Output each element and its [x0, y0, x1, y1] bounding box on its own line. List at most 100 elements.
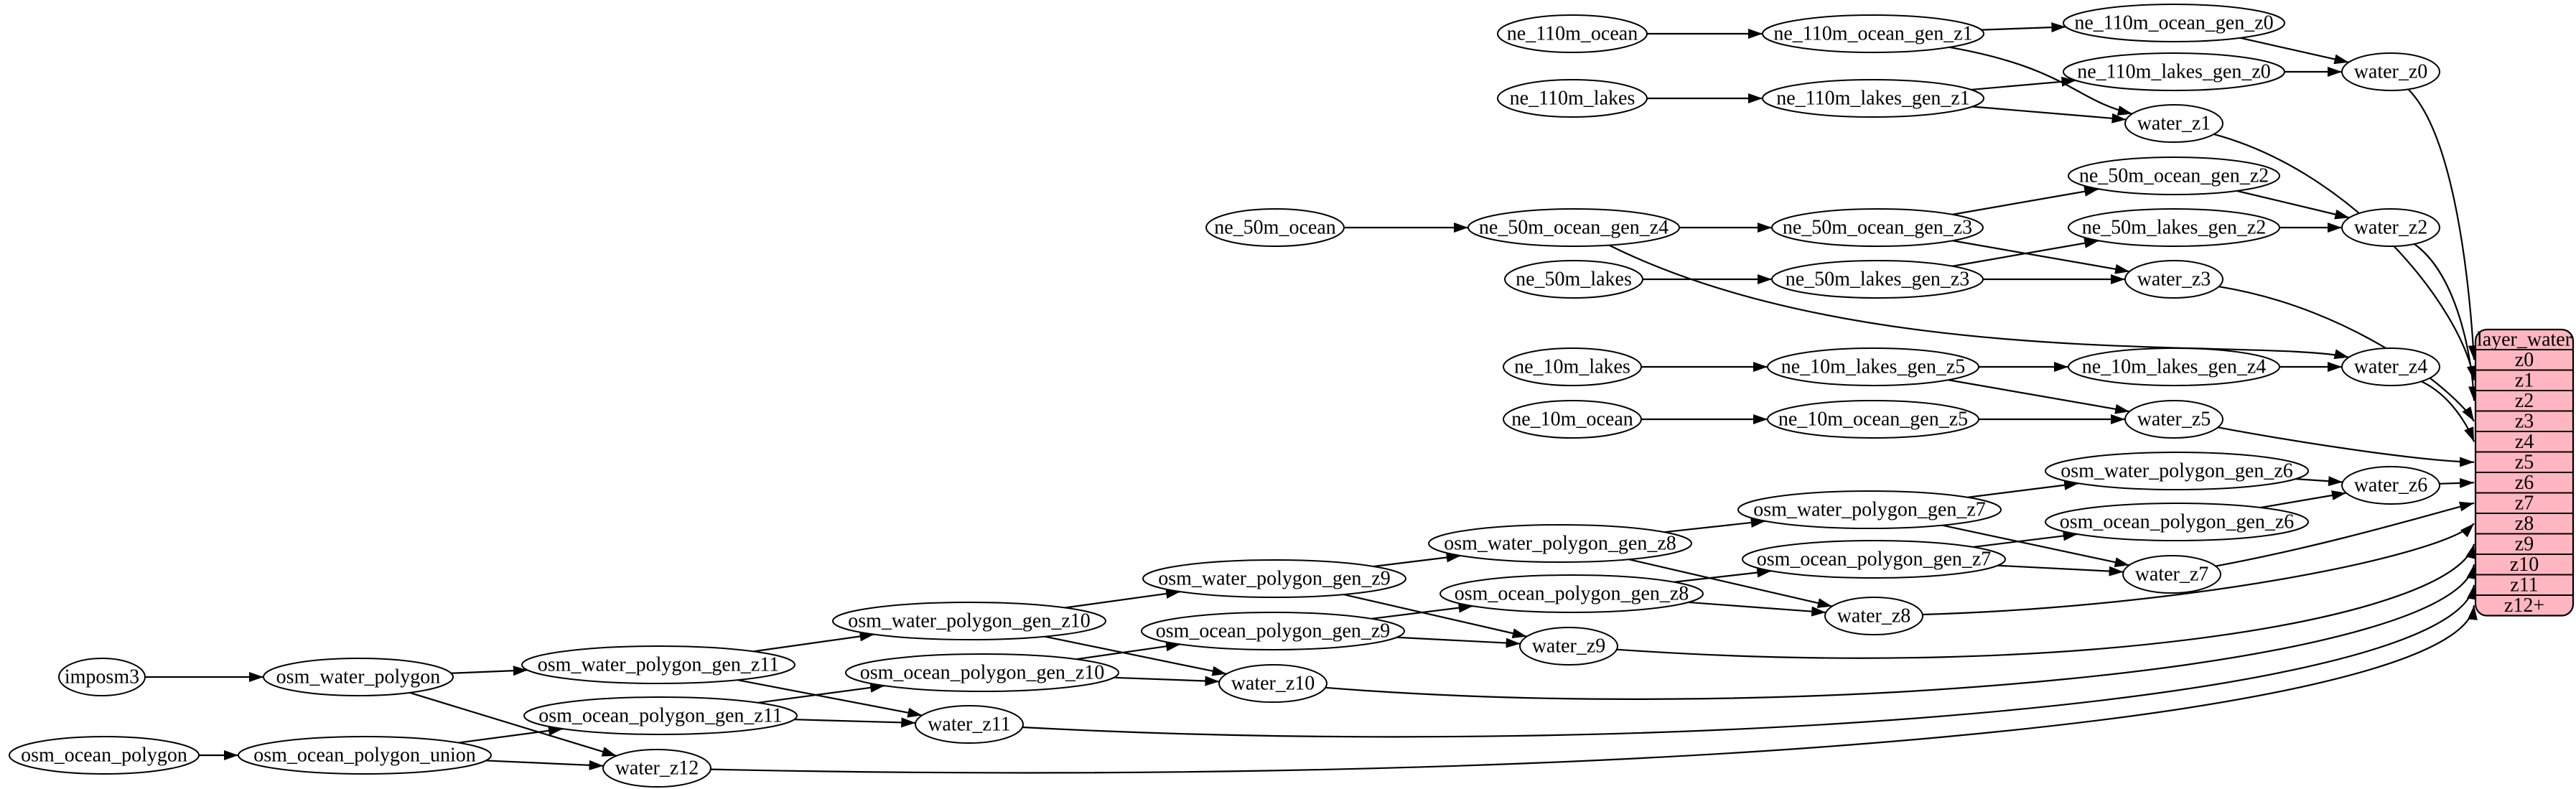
- node-water_z8: water_z8: [1824, 597, 1923, 635]
- node-water_z10: water_z10: [1218, 664, 1327, 703]
- node-ellipse-osm_ocean_polygon_gen_z8: [1439, 574, 1704, 613]
- node-osm_water_polygon_gen_z11: osm_water_polygon_gen_z11: [521, 645, 795, 684]
- node-ellipse-osm_ocean_polygon: [9, 736, 200, 775]
- node-osm_ocean_polygon: osm_ocean_polygon: [9, 736, 200, 775]
- layer-water-table: layer_waterz0z1z2z3z4z5z6z7z8z9z10z11z12…: [2474, 329, 2575, 617]
- edge-osm_water_polygon_gen_z11-to-osm_water_polygon_gen_z10: [753, 631, 874, 653]
- node-ne_110m_lakes_gen_z0: ne_110m_lakes_gen_z0: [2063, 52, 2285, 91]
- node-ne_110m_ocean_gen_z0: ne_110m_ocean_gen_z0: [2063, 4, 2285, 42]
- node-osm_water_polygon_gen_z8: osm_water_polygon_gen_z8: [1428, 524, 1692, 563]
- table-title: layer_water: [2477, 329, 2572, 351]
- node-osm_ocean_polygon_gen_z9: osm_ocean_polygon_gen_z9: [1141, 612, 1405, 650]
- edge-water_z0-to-layer_water-z0: [2407, 88, 2478, 360]
- node-label-ne_10m_lakes_gen_z5: ne_10m_lakes_gen_z5: [1781, 356, 1966, 378]
- table-row-z4: z4: [2515, 431, 2534, 453]
- node-label-osm_ocean_polygon_gen_z8: osm_ocean_polygon_gen_z8: [1455, 583, 1689, 605]
- edge-osm_ocean_polygon_gen_z6-to-water_z6: [2260, 490, 2347, 509]
- edge-osm_ocean_polygon_gen_z7-to-water_z7: [1997, 564, 2124, 576]
- node-water_z6: water_z6: [2341, 466, 2440, 505]
- node-ellipse-water_z11: [915, 705, 1024, 744]
- node-ellipse-osm_water_polygon_gen_z8: [1428, 524, 1692, 563]
- table-row-z9: z9: [2515, 533, 2534, 555]
- node-label-ne_110m_ocean_gen_z1: ne_110m_ocean_gen_z1: [1773, 23, 1972, 45]
- node-label-water_z2: water_z2: [2354, 217, 2428, 239]
- edge-ne_110m_ocean_gen_z1-to-ne_110m_ocean_gen_z0: [1981, 22, 2066, 33]
- node-label-osm_ocean_polygon: osm_ocean_polygon: [21, 744, 187, 767]
- node-label-osm_water_polygon_gen_z8: osm_water_polygon_gen_z8: [1444, 533, 1676, 555]
- node-label-ne_10m_ocean_gen_z5: ne_10m_ocean_gen_z5: [1778, 408, 1968, 431]
- node-ellipse-osm_ocean_polygon_gen_z10: [845, 653, 1119, 692]
- node-ellipse-ne_50m_ocean_gen_z3: [1771, 208, 1984, 247]
- node-label-ne_10m_lakes: ne_10m_lakes: [1514, 356, 1630, 378]
- node-ellipse-ne_110m_ocean_gen_z0: [2063, 4, 2285, 42]
- node-label-water_z10: water_z10: [1231, 673, 1315, 695]
- node-ne_10m_ocean: ne_10m_ocean: [1503, 400, 1642, 439]
- node-ne_50m_lakes_gen_z2: ne_50m_lakes_gen_z2: [2068, 208, 2280, 247]
- node-label-ne_10m_lakes_gen_z4: ne_10m_lakes_gen_z4: [2082, 356, 2267, 378]
- edge-osm_water_polygon_gen_z10-to-water_z10: [1045, 635, 1227, 676]
- node-ellipse-ne_10m_ocean: [1503, 400, 1642, 439]
- node-ellipse-ne_50m_ocean: [1205, 208, 1345, 247]
- edge-water_z11-to-layer_water-z11: [1022, 584, 2477, 738]
- node-label-water_z0: water_z0: [2354, 61, 2428, 83]
- node-ne_50m_ocean_gen_z3: ne_50m_ocean_gen_z3: [1771, 208, 1984, 247]
- edge-osm_water_polygon_gen_z9-to-osm_water_polygon_gen_z8: [1373, 552, 1461, 568]
- edge-water_z5-to-layer_water-z5: [2218, 426, 2475, 467]
- edge-osm_water_polygon_gen_z7-to-osm_water_polygon_gen_z6: [1967, 480, 2079, 498]
- edge-ne_50m_ocean_gen_z2-to-water_z2: [2236, 190, 2350, 220]
- node-water_z7: water_z7: [2122, 555, 2221, 594]
- node-ellipse-osm_ocean_polygon_gen_z6: [2045, 503, 2309, 541]
- node-label-ne_110m_lakes_gen_z0: ne_110m_lakes_gen_z0: [2077, 61, 2271, 83]
- edge-osm_ocean_polygon_gen_z9-to-water_z9: [1396, 636, 1521, 648]
- node-label-water_z12: water_z12: [615, 757, 699, 780]
- node-ellipse-ne_10m_lakes_gen_z5: [1767, 347, 1979, 386]
- node-ellipse-ne_50m_ocean_gen_z2: [2068, 157, 2280, 195]
- node-ellipse-imposm3: [58, 658, 146, 696]
- edge-water_z2-to-layer_water-z2: [2413, 243, 2479, 401]
- table-row-z0: z0: [2515, 349, 2534, 371]
- node-ellipse-osm_ocean_polygon_union: [238, 736, 492, 775]
- node-label-water_z1: water_z1: [2137, 113, 2211, 135]
- table-row-z12+: z12+: [2504, 594, 2544, 617]
- node-label-ne_110m_lakes_gen_z1: ne_110m_lakes_gen_z1: [1776, 88, 1970, 110]
- node-ellipse-water_z1: [2124, 104, 2223, 143]
- node-label-osm_ocean_polygon_gen_z10: osm_ocean_polygon_gen_z10: [860, 662, 1105, 684]
- node-ellipse-water_z6: [2341, 466, 2440, 505]
- node-osm_ocean_polygon_union: osm_ocean_polygon_union: [238, 736, 492, 775]
- node-ellipse-osm_water_polygon_gen_z9: [1142, 559, 1406, 598]
- node-ellipse-osm_water_polygon_gen_z10: [832, 602, 1106, 640]
- node-ellipse-osm_ocean_polygon_gen_z7: [1742, 540, 2006, 579]
- node-water_z2: water_z2: [2341, 208, 2440, 247]
- node-label-water_z7: water_z7: [2135, 564, 2209, 586]
- edge-water_z6-to-layer_water-z6: [2439, 477, 2475, 488]
- table-row-z3: z3: [2515, 410, 2534, 432]
- node-osm_water_polygon: osm_water_polygon: [263, 658, 454, 696]
- node-ne_50m_ocean_gen_z4: ne_50m_ocean_gen_z4: [1467, 208, 1680, 247]
- node-ellipse-water_z10: [1218, 664, 1327, 703]
- edge-ne_10m_lakes_gen_z5-to-water_z5: [1948, 379, 2130, 414]
- table-row-z2: z2: [2515, 390, 2534, 412]
- node-ellipse-osm_water_polygon_gen_z7: [1737, 490, 2002, 529]
- node-ellipse-ne_10m_lakes: [1503, 347, 1642, 386]
- edge-osm_water_polygon_gen_z7-to-water_z7: [1942, 524, 2129, 567]
- node-label-osm_water_polygon_gen_z7: osm_water_polygon_gen_z7: [1753, 499, 1986, 521]
- node-label-osm_ocean_polygon_union: osm_ocean_polygon_union: [253, 744, 476, 767]
- node-label-osm_water_polygon_gen_z6: osm_water_polygon_gen_z6: [2061, 460, 2293, 482]
- edge-osm_ocean_polygon_gen_z10-to-water_z10: [1114, 676, 1220, 686]
- edge-osm_ocean_polygon_gen_z9-to-osm_ocean_polygon_gen_z8: [1371, 602, 1473, 620]
- table-row-z1: z1: [2515, 369, 2534, 391]
- node-osm_water_polygon_gen_z10: osm_water_polygon_gen_z10: [832, 602, 1106, 640]
- node-ellipse-osm_water_polygon_gen_z11: [521, 645, 795, 684]
- node-water_z3: water_z3: [2124, 260, 2223, 299]
- edge-osm_ocean_polygon_union-to-osm_ocean_polygon_gen_z11: [458, 725, 564, 744]
- node-ellipse-ne_110m_lakes_gen_z0: [2063, 52, 2285, 91]
- node-ellipse-water_z4: [2341, 347, 2440, 386]
- node-label-imposm3: imposm3: [65, 666, 139, 688]
- node-ellipse-water_z12: [602, 749, 711, 788]
- node-ellipse-water_z2: [2341, 208, 2440, 247]
- node-label-water_z11: water_z11: [928, 714, 1011, 736]
- edge-osm_water_polygon_gen_z8-to-water_z8: [1628, 559, 1833, 608]
- node-ellipse-ne_110m_lakes: [1497, 79, 1648, 118]
- edge-osm_water_polygon_gen_z10-to-osm_water_polygon_gen_z9: [1065, 588, 1181, 609]
- node-ellipse-water_z3: [2124, 260, 2223, 299]
